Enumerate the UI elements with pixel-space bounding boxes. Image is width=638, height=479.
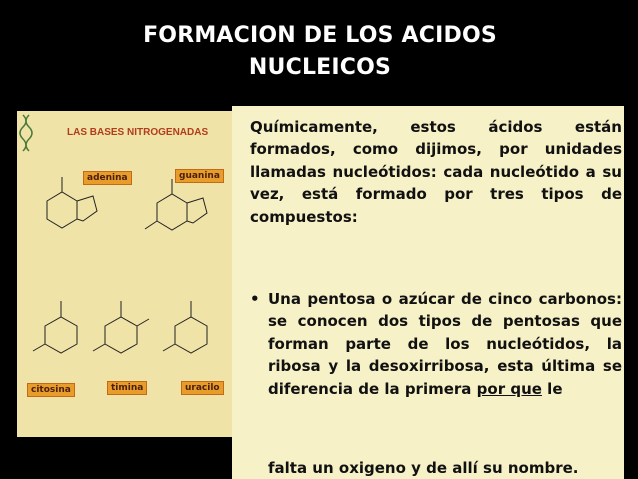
bullet-text-end: le: [547, 379, 563, 398]
dna-helix-icon: [19, 114, 33, 152]
label-adenina: adenina: [83, 171, 132, 185]
bases-diagram: LAS BASES NITROGENADAS: [19, 114, 208, 354]
label-guanina: guanina: [175, 169, 224, 183]
bullet-pentosa: • Una pentosa o azúcar de cinco carbonos…: [250, 288, 622, 400]
underlined-text: por que: [476, 379, 542, 398]
title-line-2: NUCLEICOS: [248, 55, 392, 80]
label-timina: timina: [107, 381, 148, 395]
label-citosina: citosina: [27, 383, 75, 397]
title-line-1: FORMACION DE LOS ACIDOS: [143, 23, 497, 48]
nitrogenous-bases-figure: LAS BASES NITROGENADAS adenina: [17, 111, 232, 437]
label-uracilo: uracilo: [181, 381, 224, 395]
bullet-last-line: falta un oxigeno y de allí su nombre.: [268, 459, 579, 477]
figure-heading: LAS BASES NITROGENADAS: [67, 127, 208, 138]
text-panel: Químicamente, estos ácidos están formado…: [232, 106, 624, 479]
intro-paragraph: Químicamente, estos ácidos están formado…: [250, 118, 622, 226]
bullet-marker: •: [250, 290, 260, 308]
slide-title: FORMACION DE LOS ACIDOS NUCLEICOS: [120, 20, 520, 84]
bullet-text: Una pentosa o azúcar de cinco carbonos: …: [268, 290, 622, 398]
